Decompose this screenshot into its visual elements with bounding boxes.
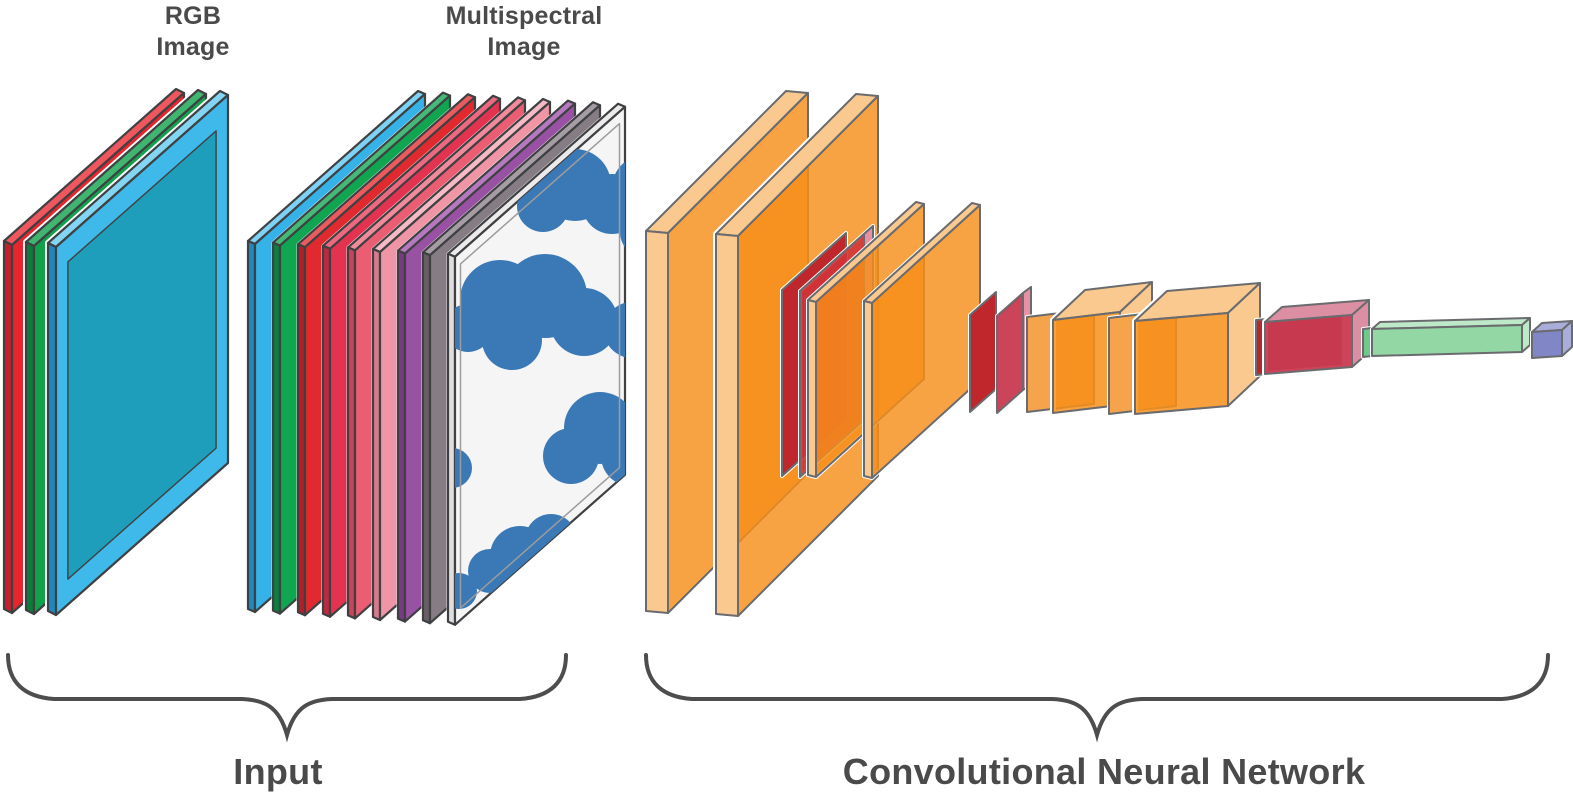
cnn-pool3-layer [1262,297,1372,377]
rgb-image-label-line1: RGB [164,2,222,30]
cnn-output-layer [1530,319,1573,360]
cnn-fc-layer [1370,316,1532,358]
multispectral-image-label: Multispectral Image [424,1,624,63]
input-caption: Input [233,751,323,792]
multispectral-image-label-line1: Multispectral [445,2,603,30]
multispectral-image-label-line2: Image [487,33,561,61]
rgb-image-label-line2: Image [156,33,230,61]
rgb-blue-channel-layer [45,88,231,618]
cnn-conv3-feature-map-2 [1132,280,1263,417]
cnn-pool2-back-sheet [968,290,998,414]
cnn-brace [644,653,1550,743]
cnn-conv2-feature-map-2 [862,201,982,480]
cnn-caption: Convolutional Neural Network [842,751,1366,792]
rgb-image-label: RGB Image [93,1,293,63]
input-brace [6,653,568,743]
